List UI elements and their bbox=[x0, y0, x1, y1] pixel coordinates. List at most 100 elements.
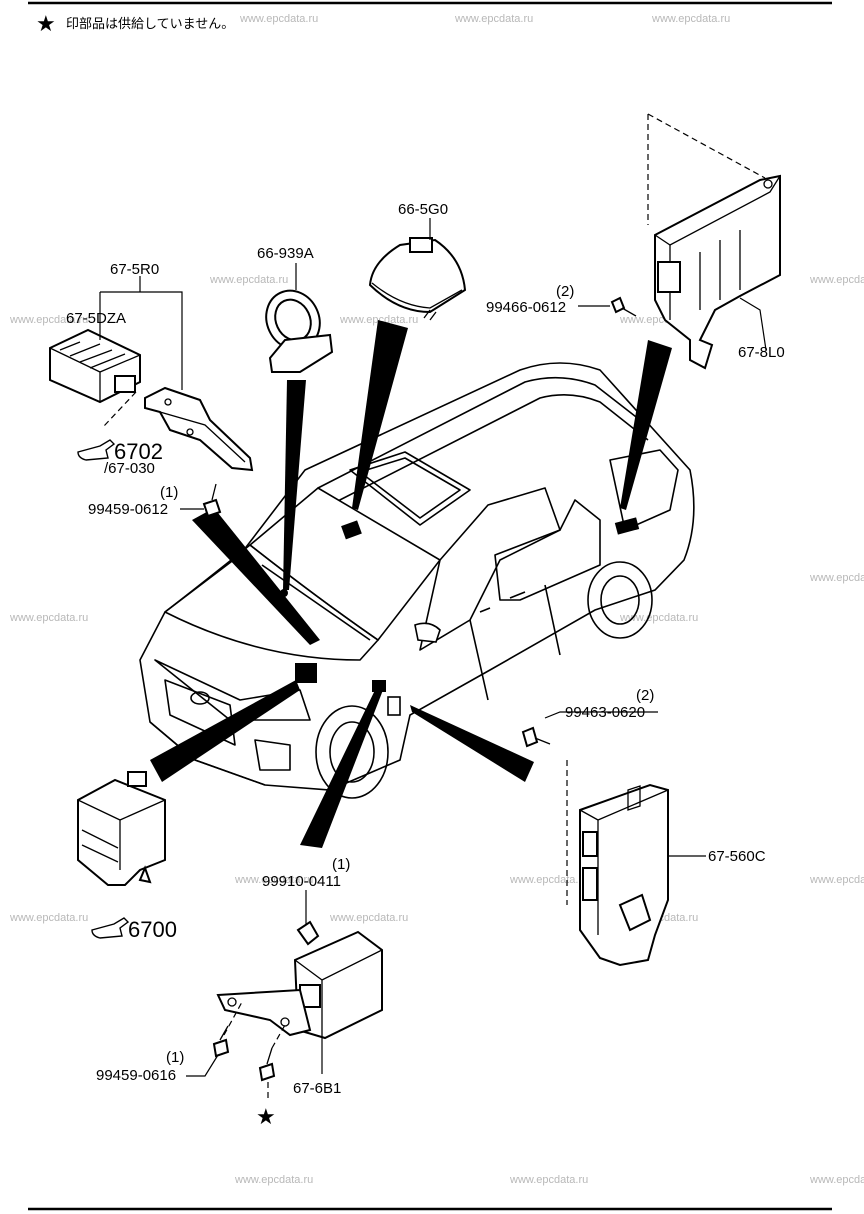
module-box bbox=[654, 174, 781, 370]
star-icon: ★ bbox=[256, 1105, 276, 1130]
label-67-6b1: 67-6B1 bbox=[293, 1080, 341, 1097]
watermark: www.epcdata.ru bbox=[9, 314, 88, 326]
label-67-560c: 67-560C bbox=[708, 848, 766, 865]
part-6700 bbox=[77, 771, 166, 886]
ref-6702[interactable]: 6702 bbox=[77, 439, 163, 464]
label-99910-0411: 99910-0411 bbox=[262, 873, 341, 890]
bracket-edge bbox=[159, 411, 246, 463]
relay-ribs bbox=[81, 829, 119, 863]
label-67-5r0: 67-5R0 bbox=[110, 261, 159, 278]
part-67-5dza bbox=[49, 328, 141, 404]
bolt-shank bbox=[211, 483, 217, 501]
part-67-6b1 bbox=[216, 930, 383, 1040]
rear-wheel bbox=[587, 561, 653, 639]
note-text: 印部品は供給していません。 bbox=[66, 17, 234, 32]
watermark: www.epcdata.ru bbox=[454, 13, 533, 25]
pointing-hand-icon bbox=[91, 917, 130, 939]
module-edge bbox=[654, 175, 781, 246]
bolt-head bbox=[212, 1038, 230, 1058]
nut bbox=[296, 920, 320, 946]
label-6700: 6700 bbox=[128, 917, 177, 942]
wedge-6700 bbox=[150, 680, 300, 782]
label-6702: 6702 bbox=[114, 439, 163, 464]
location-marker bbox=[341, 520, 362, 540]
module-connector bbox=[582, 831, 598, 857]
module-connector bbox=[657, 261, 681, 293]
vehicle-illustration bbox=[139, 362, 695, 799]
watermark: www.epcdata.ru bbox=[619, 612, 698, 624]
ref-6700[interactable]: 6700 bbox=[91, 917, 177, 942]
bolt-99459-0616 bbox=[212, 1001, 243, 1058]
bolt-99463-0620 bbox=[521, 726, 551, 748]
guide-line bbox=[647, 113, 766, 179]
qty-99466-0612: (2) bbox=[556, 283, 574, 300]
watermark: www.epcdata.ru bbox=[239, 13, 318, 25]
dome-edge bbox=[371, 282, 463, 309]
bolt-head bbox=[521, 726, 539, 748]
rear-wheel-hub bbox=[600, 575, 640, 625]
module-connector bbox=[582, 867, 598, 901]
bracket-hole bbox=[186, 428, 194, 436]
dome-connector bbox=[409, 237, 433, 253]
watermark: www.epcdata.ru bbox=[9, 612, 88, 624]
sunroof-inner bbox=[359, 457, 461, 519]
module-bracket bbox=[216, 988, 312, 1037]
module-tab bbox=[627, 785, 641, 811]
part-labels: 66-5G0 66-939A 67-5R0 67-5DZA 6702 /67-0… bbox=[66, 201, 785, 1130]
location-marker bbox=[614, 517, 640, 535]
label-66-5g0: 66-5G0 bbox=[398, 201, 448, 218]
bolt-99466-0612 bbox=[610, 296, 637, 317]
relay-edges bbox=[77, 799, 166, 870]
guide-line bbox=[223, 1001, 243, 1036]
bolt-head bbox=[202, 498, 222, 518]
bolt-shank bbox=[621, 307, 637, 317]
watermark: www.epcdata.ru bbox=[509, 874, 588, 886]
label-99459-0612: 99459-0612 bbox=[88, 501, 168, 518]
ring-mount bbox=[268, 333, 334, 373]
bracket-hole bbox=[227, 997, 237, 1007]
fog-lamp bbox=[254, 739, 291, 771]
watermark: www.epcdata.ru bbox=[809, 274, 864, 286]
nut-99910-0411 bbox=[296, 920, 320, 946]
bracket bbox=[144, 386, 254, 472]
wedge-66-5g0 bbox=[352, 320, 408, 510]
module-connector bbox=[114, 375, 136, 393]
label-99463-0620: 99463-0620 bbox=[565, 704, 645, 721]
part-66-939a bbox=[265, 289, 334, 373]
watermark: www.epcdata.ru bbox=[339, 314, 418, 326]
qty-99910-0411: (1) bbox=[332, 856, 350, 873]
wedge-67-560c bbox=[410, 705, 534, 782]
door-line bbox=[469, 619, 489, 701]
front-wheel-hub bbox=[329, 721, 375, 783]
label-67-030: /67-030 bbox=[104, 460, 155, 477]
callout-wedges bbox=[150, 320, 672, 848]
headlight bbox=[154, 659, 311, 721]
watermark: www.epcdata.ru bbox=[209, 274, 288, 286]
relay-tab bbox=[127, 771, 147, 787]
door-line bbox=[544, 584, 561, 656]
module-edges bbox=[49, 347, 141, 402]
cowl bbox=[261, 564, 371, 641]
watermark: www.epcdata.ru bbox=[809, 874, 864, 886]
label-66-939a: 66-939A bbox=[257, 245, 314, 262]
watermark: www.epcdata.ru bbox=[809, 1174, 864, 1186]
bolt-shank bbox=[219, 1025, 229, 1041]
roof-rail bbox=[317, 376, 641, 489]
door-handle bbox=[509, 591, 526, 599]
qty-99459-0616: (1) bbox=[166, 1049, 184, 1066]
wedge-67-8l0 bbox=[620, 340, 672, 510]
wedge-67-5r0 bbox=[192, 508, 320, 645]
watermark: www.epcdata.ru bbox=[234, 874, 313, 886]
label-99459-0616: 99459-0616 bbox=[96, 1067, 176, 1084]
relay-box bbox=[77, 778, 166, 886]
hood bbox=[164, 544, 379, 661]
bolt-shank bbox=[266, 1047, 273, 1065]
watermark: www.epcdata.ru bbox=[329, 912, 408, 924]
bolt-99459-0612 bbox=[202, 483, 222, 518]
location-marker bbox=[295, 663, 317, 683]
label-67-8l0: 67-8L0 bbox=[738, 344, 785, 361]
label-67-5dza: 67-5DZA bbox=[66, 310, 126, 327]
watermark: www.epcdata.ru bbox=[651, 13, 730, 25]
location-marker bbox=[372, 680, 386, 692]
qty-99463-0620: (2) bbox=[636, 687, 654, 704]
